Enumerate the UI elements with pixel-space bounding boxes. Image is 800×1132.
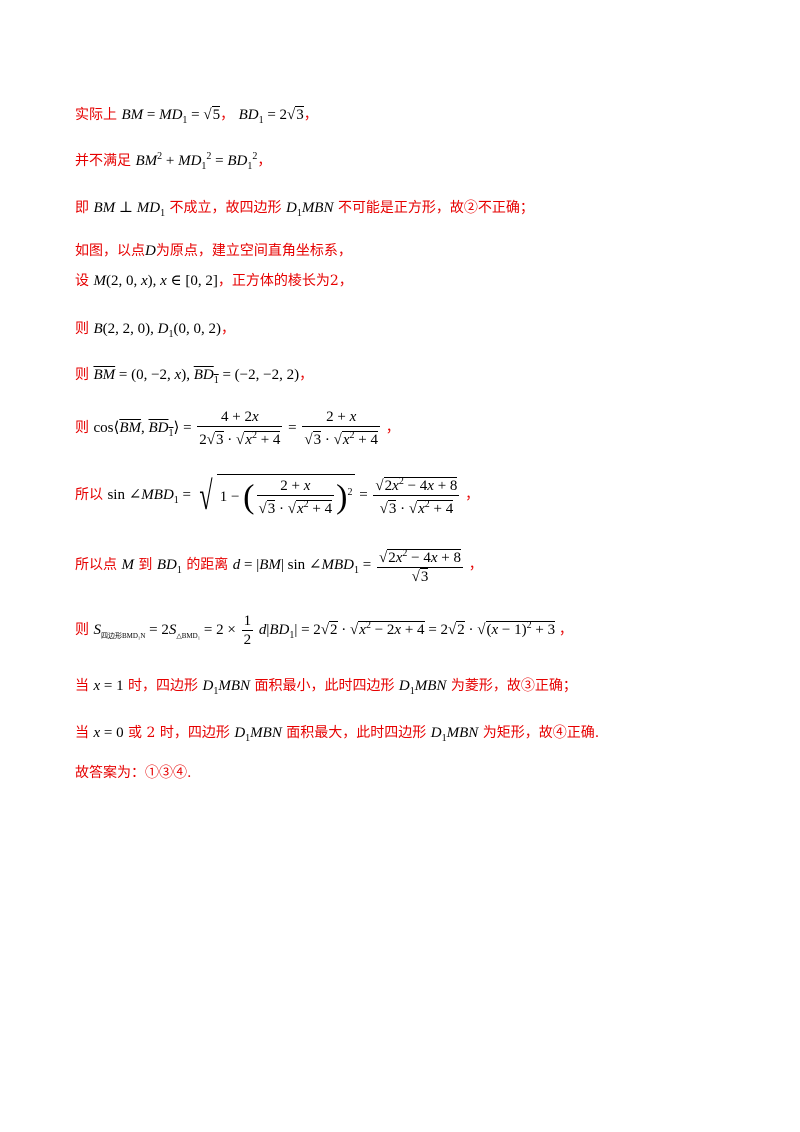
formula-pythagoras: BM2 + MD12 = BD12 [135, 151, 258, 172]
answer-text: 故答案为：①③④. [75, 765, 192, 781]
formula-d: D [145, 243, 156, 259]
line-4: 如图，以点D为原点，建立空间直角坐标系， [75, 243, 352, 259]
line-12: 当 x = 1 时，四边形 D1MBN 面积最小，此时四边形 D1MBN 为菱形… [75, 678, 577, 697]
formula-d1mbn-4: D1MBN [234, 725, 282, 744]
formula-perp: BM ⊥ MD1 [93, 200, 166, 219]
formula-bd1: BD1 = 23 [239, 106, 304, 126]
line-8: 则 cos⟨BM, BD1⟩ = 4 + 2x23 · x2 + 4 = 2 +… [75, 408, 740, 449]
formula-d1mbn-3: D1MBN [398, 678, 447, 697]
text-actually: 实际上 [75, 107, 117, 123]
formula-m: M [121, 556, 134, 573]
formula-x1: x = 1 [93, 678, 124, 694]
line-3: 即 BM ⊥ MD1 不成立，故四边形 D1MBN 不可能是正方形，故②不正确； [75, 200, 534, 219]
formula-cos: cos⟨BM, BD1⟩ = 4 + 2x23 · x2 + 4 = 2 + x… [93, 409, 385, 448]
line-5: 设 M(2, 0, x), x ∈ [0, 2]，正方体的棱长为2， [75, 273, 353, 289]
line-1: 实际上 BM = MD1 = 5， BD1 = 23， [75, 104, 740, 126]
line-2: 并不满足 BM2 + MD12 = BD12， [75, 151, 272, 172]
formula-d1mbn-5: D1MBN [430, 725, 479, 744]
formula-d1mbn: D1MBN [285, 200, 334, 219]
formula-vectors: BM = (0, −2, x), BD1 = (−2, −2, 2) [93, 367, 300, 386]
formula-sin: sin ∠MBD1 = √1 − (2 + x3 · x2 + 4)2 = 2x… [107, 473, 465, 518]
line-10: 所以点 M 到 BD1 的距离 d = |BM| sin ∠MBD1 = 2x2… [75, 545, 740, 586]
formula-area: S四边形BMD₁N = 2S△BMD₁ = 2 × 12 d|BD1| = 22… [93, 613, 558, 648]
line-13: 当 x = 0 或 2 时，四边形 D1MBN 面积最大，此时四边形 D1MBN… [75, 725, 600, 744]
formula-bd1-line: BD1 [156, 556, 182, 576]
formula-d1mbn-2: D1MBN [202, 678, 251, 697]
formula-bm-md1: BM = MD1 = 5 [121, 106, 221, 126]
line-6: 则 B(2, 2, 0), D1(0, 0, 2)， [75, 321, 235, 340]
formula-m-def: M(2, 0, x), x ∈ [0, 2] [93, 273, 218, 289]
formula-x0: x = 0 [93, 725, 124, 741]
formula-points: B(2, 2, 0), D1(0, 0, 2) [93, 321, 221, 340]
line-14: 故答案为：①③④. [75, 762, 740, 782]
line-7: 则 BM = (0, −2, x), BD1 = (−2, −2, 2)， [75, 367, 314, 386]
line-9: 所以 sin ∠MBD1 = √1 − (2 + x3 · x2 + 4)2 =… [75, 472, 740, 519]
formula-distance: d = |BM| sin ∠MBD1 = 2x2 − 4x + 83 [233, 548, 469, 585]
